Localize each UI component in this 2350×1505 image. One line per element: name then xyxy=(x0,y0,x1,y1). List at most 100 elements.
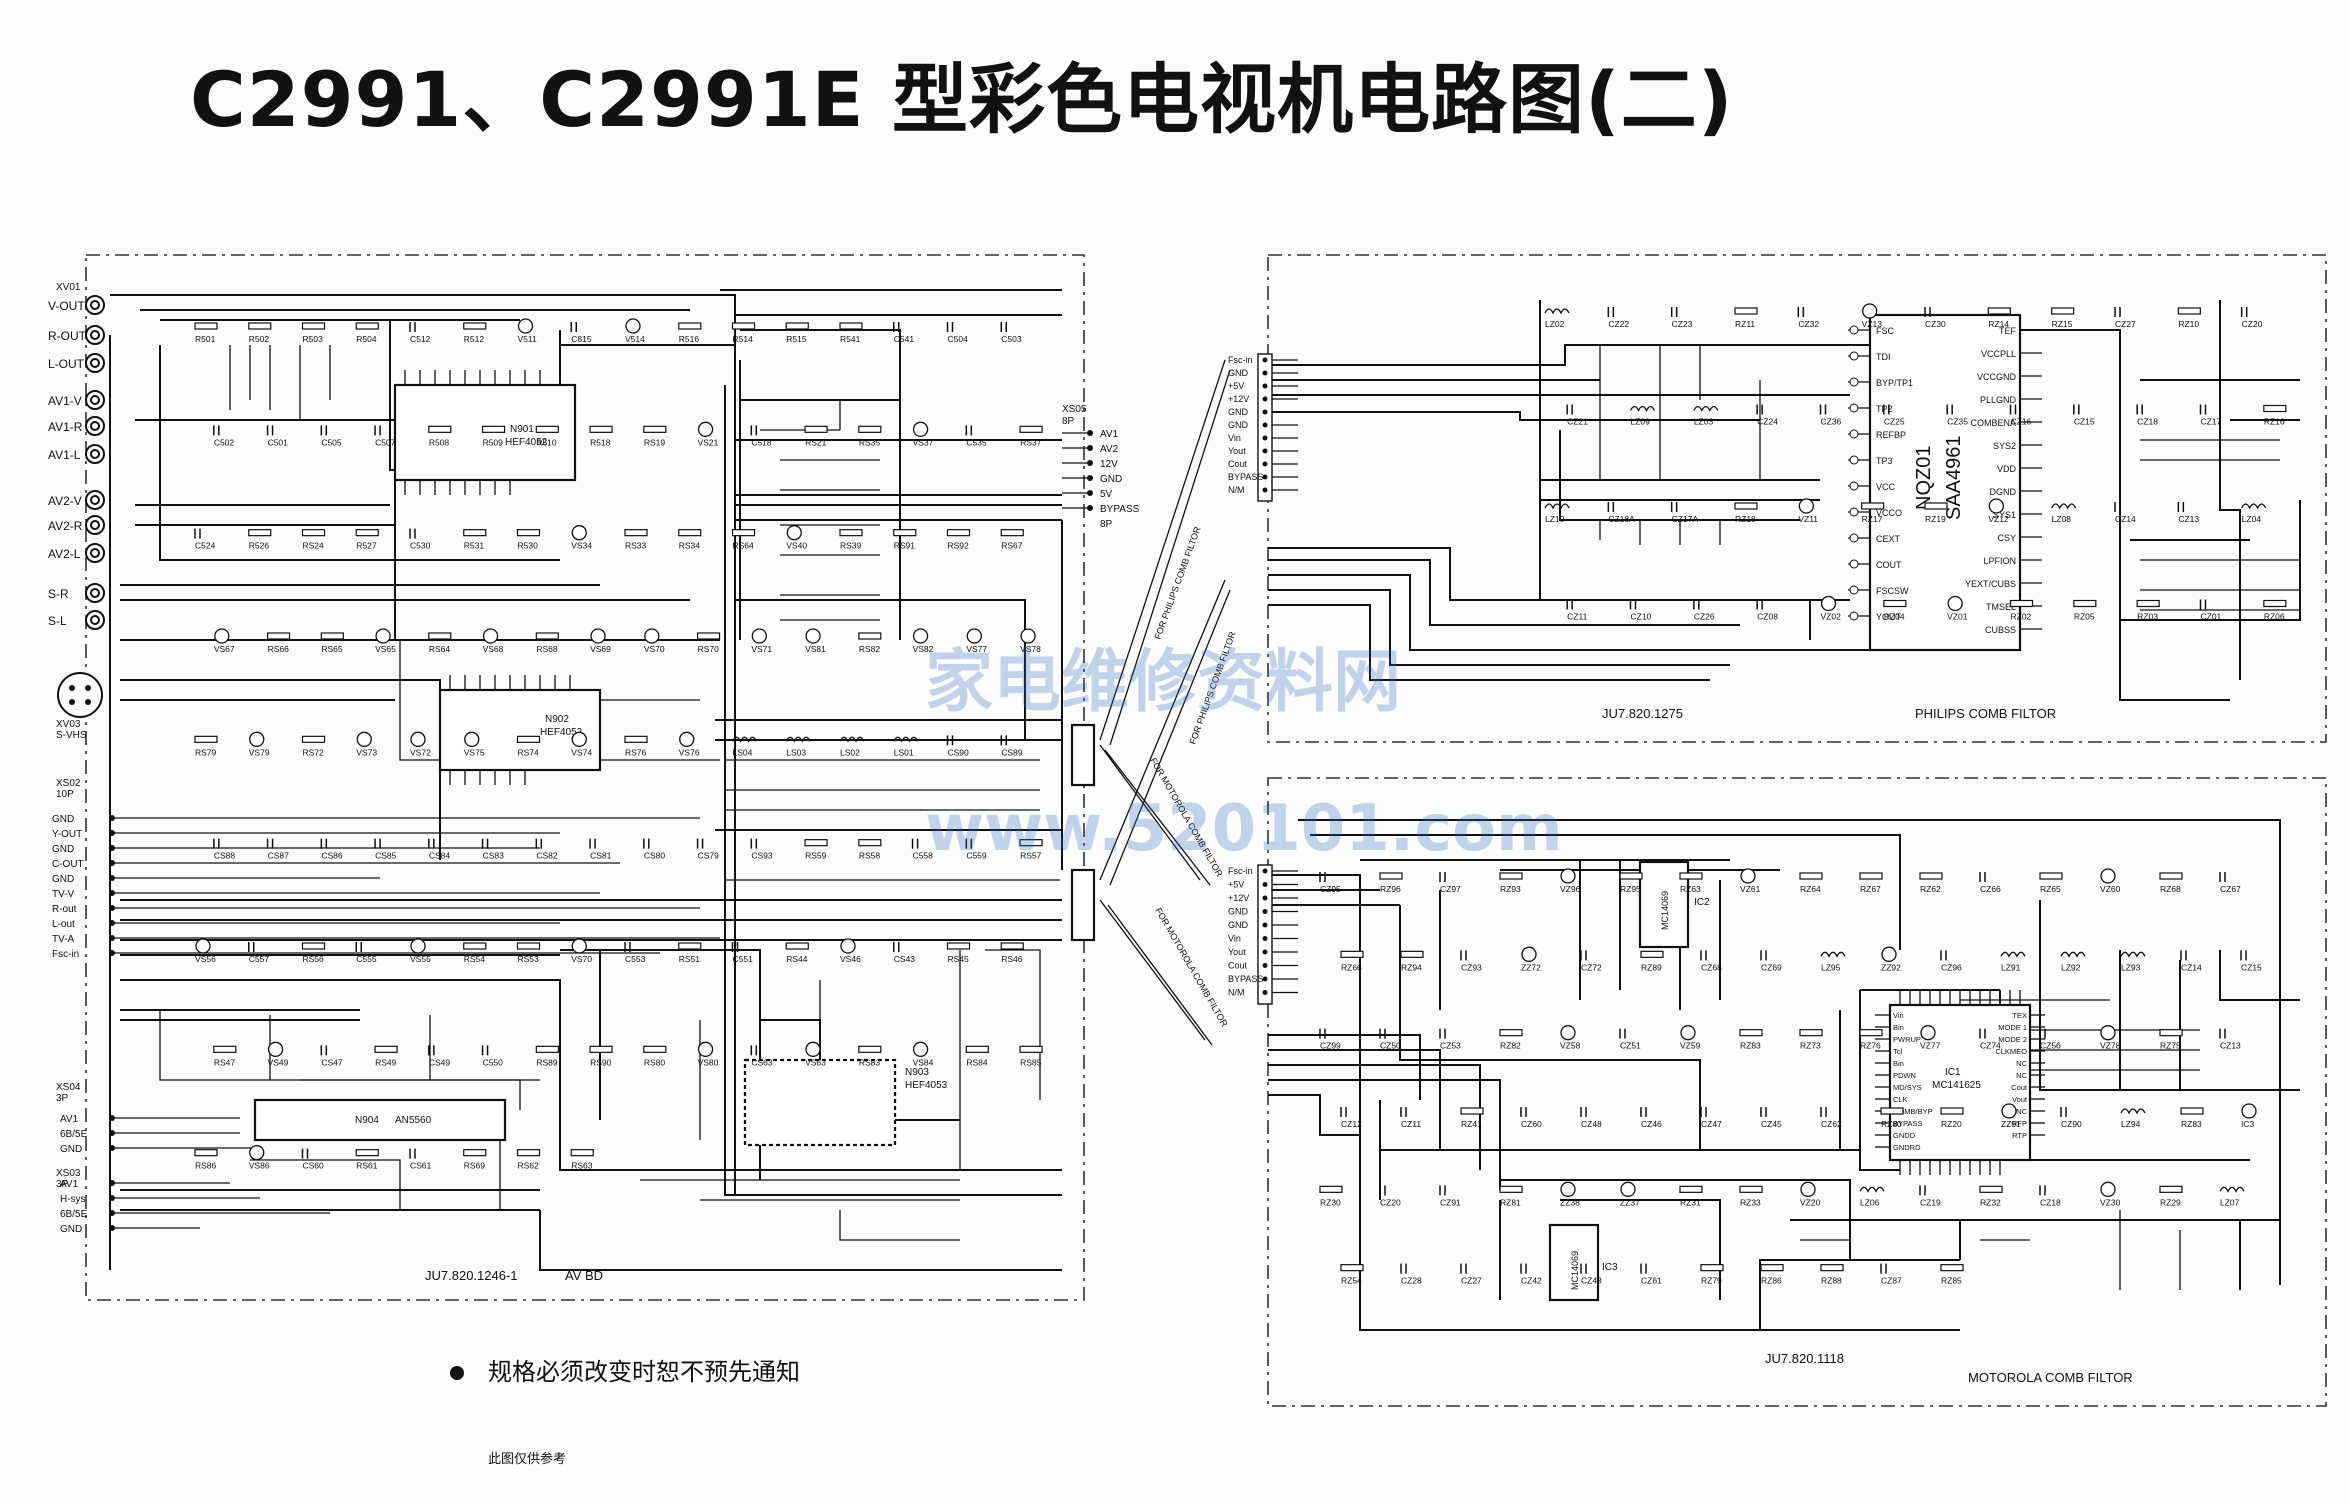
ic-pin-label: YOUT xyxy=(1876,612,1902,622)
xs03-pin: 6B/5E xyxy=(60,1209,88,1220)
connector-label: S-VHS xyxy=(56,730,87,741)
component-ref: CZ20 xyxy=(1380,1197,1401,1207)
capacitor-symbol xyxy=(750,425,758,436)
component-ref: CZ74 xyxy=(1980,1041,2001,1051)
transistor-symbol xyxy=(517,318,534,334)
capacitor-symbol xyxy=(2240,950,2247,961)
resistor-symbol xyxy=(1979,1185,2003,1193)
component-ref: RZ88 xyxy=(1821,1276,1842,1286)
capacitor-symbol xyxy=(570,322,577,332)
capacitor-symbol xyxy=(481,1045,489,1056)
component-ref: RS62 xyxy=(518,1161,540,1171)
component-ref: VS68 xyxy=(483,644,504,654)
capacitor-symbol xyxy=(911,838,919,849)
component-ref: RZ95 xyxy=(1620,884,1641,894)
resistor-symbol xyxy=(893,529,917,537)
interface-pin: GND xyxy=(1228,420,1249,430)
ic-nqz01 xyxy=(1868,313,2022,652)
component-ref: LZ92 xyxy=(2061,962,2081,972)
capacitor-symbol xyxy=(893,942,900,952)
capacitor-symbol xyxy=(374,838,381,849)
component-ref: R504 xyxy=(356,334,377,344)
bullet-icon xyxy=(450,1366,464,1380)
ic-pin-label: MODE 1 xyxy=(1998,1023,2027,1032)
interface-pin: BYPASS xyxy=(1228,974,1263,984)
resistor-symbol xyxy=(535,1045,559,1053)
inductor-symbol xyxy=(2120,951,2146,958)
component-ref: CZ13 xyxy=(2178,514,2199,524)
capacitor-symbol xyxy=(1693,599,1700,610)
resistor-symbol xyxy=(2263,404,2287,413)
component-ref: VS74 xyxy=(571,747,592,757)
component-ref: R516 xyxy=(679,334,700,344)
component-ref: RZ79 xyxy=(1701,1276,1722,1286)
capacitor-symbol xyxy=(965,425,973,436)
resistor-symbol xyxy=(535,632,559,640)
transistor-symbol xyxy=(912,1041,929,1057)
capacitor-symbol xyxy=(750,1045,758,1056)
capacitor-symbol xyxy=(1670,502,1678,512)
transistor-symbol xyxy=(2001,1103,2017,1119)
component-ref: RS54 xyxy=(464,954,486,964)
resistor-symbol xyxy=(1859,1029,1883,1037)
component-ref: LZ08 xyxy=(2052,514,2072,524)
capacitor-symbol xyxy=(1640,1263,1647,1274)
xs04-pin: 6B/5E xyxy=(60,1129,88,1140)
component-ref: RS51 xyxy=(679,954,701,964)
connector-label: 3P xyxy=(56,1093,69,1104)
component-ref: CZ62 xyxy=(1821,1119,1842,1129)
capacitor-symbol xyxy=(266,425,274,436)
component-ref: RZ85 xyxy=(1941,1276,1962,1286)
capacitor-symbol xyxy=(1439,1185,1446,1196)
resistor-symbol xyxy=(1799,1029,1823,1037)
ic-pin-label: MD/SYS xyxy=(1893,1083,1922,1092)
transistor-symbol xyxy=(1920,1025,1936,1041)
component-ref: VS65 xyxy=(375,644,396,654)
capacitor-symbol xyxy=(1919,1185,1926,1196)
component-ref: LZ03 xyxy=(1694,417,1714,427)
capacitor-symbol xyxy=(1340,1107,1347,1117)
connector-label: 3P xyxy=(56,1179,69,1190)
component-ref: LS03 xyxy=(786,747,806,757)
ic-pin-label: RFP xyxy=(2012,1119,2027,1128)
capacitor-symbol xyxy=(1319,1028,1326,1039)
component-ref: VZ20 xyxy=(1800,1197,1821,1207)
resistor-symbol xyxy=(1739,1029,1763,1037)
transistor-symbol xyxy=(249,1145,265,1161)
capacitor-symbol xyxy=(893,322,900,332)
resistor-symbol xyxy=(428,425,452,433)
motorola-board-code: JU7.820.1118 xyxy=(1765,1351,1844,1366)
component-ref: CZ53 xyxy=(1440,1041,1461,1051)
ic-part: HEF4053 xyxy=(905,1080,948,1091)
resistor-symbol xyxy=(374,1045,398,1053)
transistor-symbol xyxy=(805,628,821,644)
component-ref: CZ36 xyxy=(1821,417,1842,427)
resistor-symbol xyxy=(1019,1045,1043,1053)
component-ref: C559 xyxy=(966,851,987,861)
capacitor-symbol xyxy=(1979,1028,1986,1039)
ic-pin-label: SYS1 xyxy=(1993,510,2016,520)
resistor-symbol xyxy=(1880,1107,1904,1115)
interface-pin: BYPASS xyxy=(1228,472,1263,482)
component-ref: VS81 xyxy=(805,644,826,654)
component-ref: RZ83 xyxy=(2181,1119,2202,1129)
component-ref: C553 xyxy=(625,954,646,964)
capacitor-symbol xyxy=(2039,1185,2046,1196)
resistor-symbol xyxy=(1734,307,1758,315)
resistor-symbol xyxy=(2159,872,2183,880)
component-ref: C512 xyxy=(410,334,431,344)
capacitor-symbol xyxy=(213,838,220,849)
av-board-wiring xyxy=(109,289,1063,1271)
capacitor-symbol xyxy=(1700,950,1707,961)
ic-pin-label: PWRUP xyxy=(1893,1035,1921,1044)
resistor-symbol xyxy=(301,529,326,537)
capacitor-symbol xyxy=(624,942,631,952)
inductor-symbol xyxy=(2120,1108,2146,1115)
resistor-symbol xyxy=(463,1149,487,1157)
component-ref: CS49 xyxy=(429,1057,451,1067)
capacitor-symbol xyxy=(1000,322,1007,332)
capacitor-symbol xyxy=(1379,1185,1386,1196)
watermark-cn: 家电维修资料网 xyxy=(925,643,1401,722)
transistor-symbol xyxy=(840,938,856,954)
